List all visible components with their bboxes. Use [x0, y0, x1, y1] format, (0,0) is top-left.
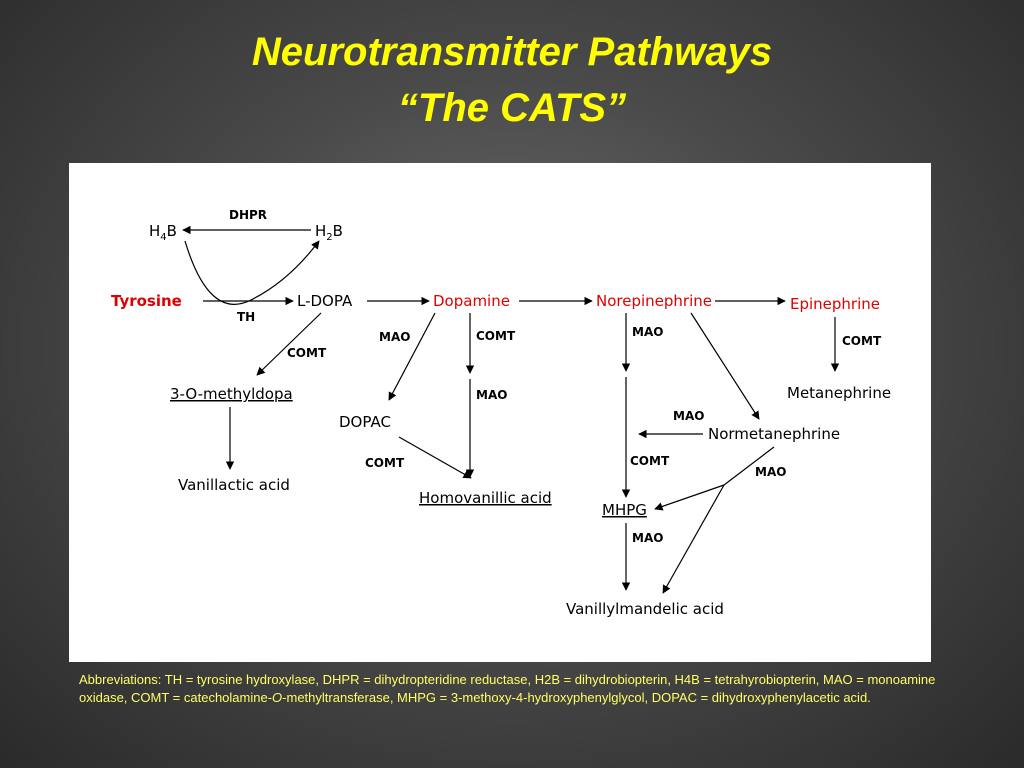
- label-comt-2: COMT: [365, 456, 405, 470]
- pathway-diagram-panel: H4B H2B DHPR Tyrosine TH L-DOPA Dopamine…: [69, 163, 931, 662]
- label-th: TH: [237, 310, 255, 324]
- label-mao-4: MAO: [632, 531, 663, 545]
- node-dopac: DOPAC: [339, 413, 391, 431]
- node-ldopa: L-DOPA: [297, 292, 353, 310]
- node-metanephrine: Metanephrine: [787, 384, 891, 402]
- label-comt-5: COMT: [842, 334, 882, 348]
- node-tyrosine: Tyrosine: [111, 292, 182, 310]
- label-comt-4: COMT: [630, 454, 670, 468]
- arrow-ldopa-omethyldopa: [256, 312, 322, 376]
- line-normetanephrine-junction: [723, 446, 775, 486]
- label-comt-3: COMT: [476, 329, 516, 343]
- arrow-junction-mhpg: [654, 484, 725, 511]
- node-h4b: H4B: [149, 222, 177, 243]
- arrow-dopamine-dopac: [388, 312, 436, 401]
- abbr-prefix: Abbreviations: TH = tyrosine hydroxylase…: [79, 672, 936, 705]
- label-mao-1: MAO: [379, 330, 410, 344]
- node-norepinephrine: Norepinephrine: [596, 292, 712, 310]
- label-mao-6: MAO: [755, 465, 786, 479]
- label-mao-3: MAO: [632, 325, 663, 339]
- node-h2b: H2B: [315, 222, 343, 243]
- slide-title: Neurotransmitter Pathways: [251, 30, 773, 74]
- abbreviations-text: Abbreviations: TH = tyrosine hydroxylase…: [79, 671, 939, 707]
- node-mhpg: MHPG: [602, 501, 647, 519]
- node-normetanephrine: Normetanephrine: [708, 425, 840, 443]
- arrow-norepinephrine-normetanephrine: [690, 312, 760, 420]
- abbr-italic: O: [272, 690, 283, 705]
- label-mao-2: MAO: [476, 388, 507, 402]
- arrow-junction-vanillylmandelic: [662, 484, 725, 594]
- label-dhpr: DHPR: [229, 208, 267, 222]
- node-vanillylmandelic: Vanillylmandelic acid: [566, 600, 724, 618]
- node-vanillactic: Vanillactic acid: [178, 476, 290, 494]
- node-omethyldopa: 3-O-methyldopa: [170, 385, 293, 403]
- arrow-dopac-homovanillic: [398, 436, 472, 479]
- arrow-h4b-h2b-cycle: [184, 240, 320, 305]
- label-comt-1: COMT: [287, 346, 327, 360]
- slide-subtitle: “The CATS”: [397, 86, 627, 130]
- node-epinephrine: Epinephrine: [790, 295, 880, 313]
- abbr-suffix: -methyltransferase, MHPG = 3-methoxy-4-h…: [282, 690, 871, 705]
- node-dopamine: Dopamine: [433, 292, 510, 310]
- label-mao-5: MAO: [673, 409, 704, 423]
- pathway-diagram: H4B H2B DHPR Tyrosine TH L-DOPA Dopamine…: [111, 208, 891, 618]
- node-homovanillic: Homovanillic acid: [419, 489, 552, 507]
